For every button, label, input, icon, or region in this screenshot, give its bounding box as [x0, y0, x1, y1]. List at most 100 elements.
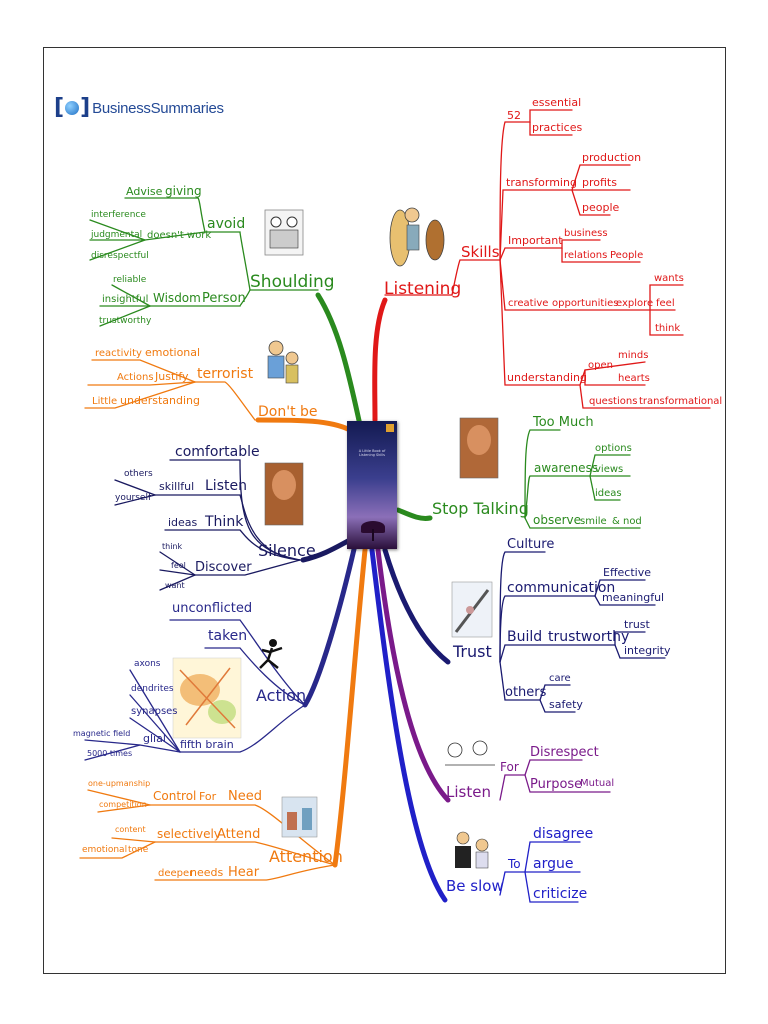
branch-title-action: Action	[256, 686, 306, 705]
brain-illustration	[172, 657, 242, 739]
node-justify: Justify	[154, 370, 189, 383]
globe-icon	[65, 101, 80, 115]
dontbe-illustration	[267, 340, 299, 384]
branch-title-beslow: Be slow	[446, 877, 504, 895]
node-to: To	[507, 857, 521, 871]
node-terrorist: terrorist	[197, 366, 254, 382]
stoptalking-illustration	[459, 417, 499, 479]
branch-line-listening	[372, 297, 388, 423]
node-meaningful: meaningful	[602, 591, 664, 604]
node-insightful: insightful	[102, 294, 148, 305]
node-fifth-brain: fifth brain	[180, 738, 234, 751]
node-avoid: avoid	[207, 216, 245, 232]
node-transforming: transforming	[506, 176, 577, 189]
node-listen-silence: Listen	[205, 478, 247, 494]
node-purpose: Purpose	[530, 777, 582, 792]
node-trustworthy-2: trustworthy	[548, 629, 629, 645]
book-badge	[386, 424, 394, 432]
node-options: options	[595, 443, 632, 454]
branch-title-listening: Listening	[384, 279, 461, 299]
node-understanding-2: understanding	[507, 371, 587, 384]
node-hearts: hearts	[618, 373, 650, 384]
node-interference: interference	[91, 210, 146, 220]
node-yourself: yourself	[115, 493, 152, 503]
node-comfortable: comfortable	[175, 444, 260, 460]
node-effective: Effective	[603, 566, 651, 579]
node-people-upper: People	[610, 250, 643, 261]
node-disrespect: Disrespect	[530, 745, 599, 760]
node-views: views	[595, 464, 623, 475]
business-summaries-logo: [ ] BusinessSummaries	[54, 97, 224, 119]
node-opportunities: opportunities	[552, 298, 618, 309]
node-discover: Discover	[195, 560, 252, 575]
node-emotional: emotional	[145, 346, 200, 359]
node-creative: creative	[508, 298, 548, 309]
branch-line-shoulding	[315, 292, 363, 428]
node-glial: glial	[143, 732, 166, 745]
attention-illustration	[281, 796, 318, 838]
branch-line-listen	[375, 547, 451, 803]
node-one-upmanship: one-upmanship	[88, 779, 150, 788]
node-communication: communication	[507, 580, 615, 596]
node-judgmental: judgmental	[90, 230, 142, 240]
node-production: production	[582, 151, 641, 164]
branch-line-beslow	[369, 547, 448, 903]
node-unconflicted: unconflicted	[172, 601, 252, 616]
node-think-small: think	[162, 542, 183, 551]
logo-text: BusinessSummaries	[92, 99, 224, 117]
node-practices: practices	[532, 121, 582, 134]
branch-line-trust	[382, 547, 451, 665]
node-feel-small: feel	[171, 561, 186, 570]
tree-trunk	[372, 529, 374, 541]
node-synapses: synapses	[131, 706, 178, 717]
node-magnetic-field: magnetic field	[73, 729, 130, 738]
node-trust-small: trust	[624, 618, 651, 631]
book-cover: A Little Book of Listening Skills	[347, 421, 397, 549]
node-giving: giving	[165, 184, 202, 198]
branch-line-dontbe	[255, 417, 353, 433]
node-want-small: want	[165, 581, 185, 590]
node-actions: Actions	[117, 372, 154, 383]
node-observe: observe	[533, 513, 581, 527]
branch-line-attention	[332, 547, 368, 868]
logo-bracket-right: ]	[80, 95, 91, 120]
node-need: Need	[228, 789, 262, 804]
node-disagree: disagree	[533, 826, 593, 842]
node-dendrites: dendrites	[131, 684, 174, 694]
node-criticize: criticize	[533, 886, 587, 902]
book-title: A Little Book of Listening Skills	[358, 449, 386, 457]
node-hear: Hear	[228, 865, 260, 880]
node-build: Build	[507, 629, 542, 645]
node-culture: Culture	[507, 537, 554, 552]
node-people-lower: people	[582, 201, 620, 214]
node-content: content	[115, 825, 146, 834]
listen-illustration	[445, 740, 495, 766]
node-attend: Attend	[217, 827, 260, 842]
node-essential: essential	[532, 96, 581, 109]
node-others-trust: others	[505, 685, 547, 700]
branch-title-shoulding: Shoulding	[250, 272, 335, 292]
node-tone: tone	[128, 845, 149, 855]
node-52: 52	[507, 109, 521, 122]
node-reliable: reliable	[113, 275, 147, 285]
node-taken: taken	[208, 628, 247, 644]
node-wants: wants	[654, 273, 684, 284]
listening-illustration	[389, 207, 445, 267]
node-ideas-stoptalking: ideas	[595, 488, 622, 499]
node-smile: smile	[580, 516, 607, 527]
node-emotional-attention: emotional	[82, 845, 127, 855]
node-competition: competition	[99, 800, 147, 809]
node-transformational: transformational	[639, 396, 722, 407]
node-selectively: selectively	[157, 827, 221, 841]
branch-title-silence: Silence	[258, 541, 316, 560]
node-integrity: integrity	[624, 644, 671, 657]
node-open: open	[588, 360, 613, 371]
branch-title-attention: Attention	[269, 847, 343, 866]
node-understanding-1: understanding	[120, 394, 200, 407]
node-axons: axons	[134, 659, 161, 669]
silence-illustration	[264, 462, 304, 526]
node-think-silence: Think	[204, 514, 244, 530]
branch-line-action	[302, 542, 358, 708]
node-little: Little	[92, 396, 117, 407]
node-disrespectful: disrespectful	[91, 251, 149, 261]
